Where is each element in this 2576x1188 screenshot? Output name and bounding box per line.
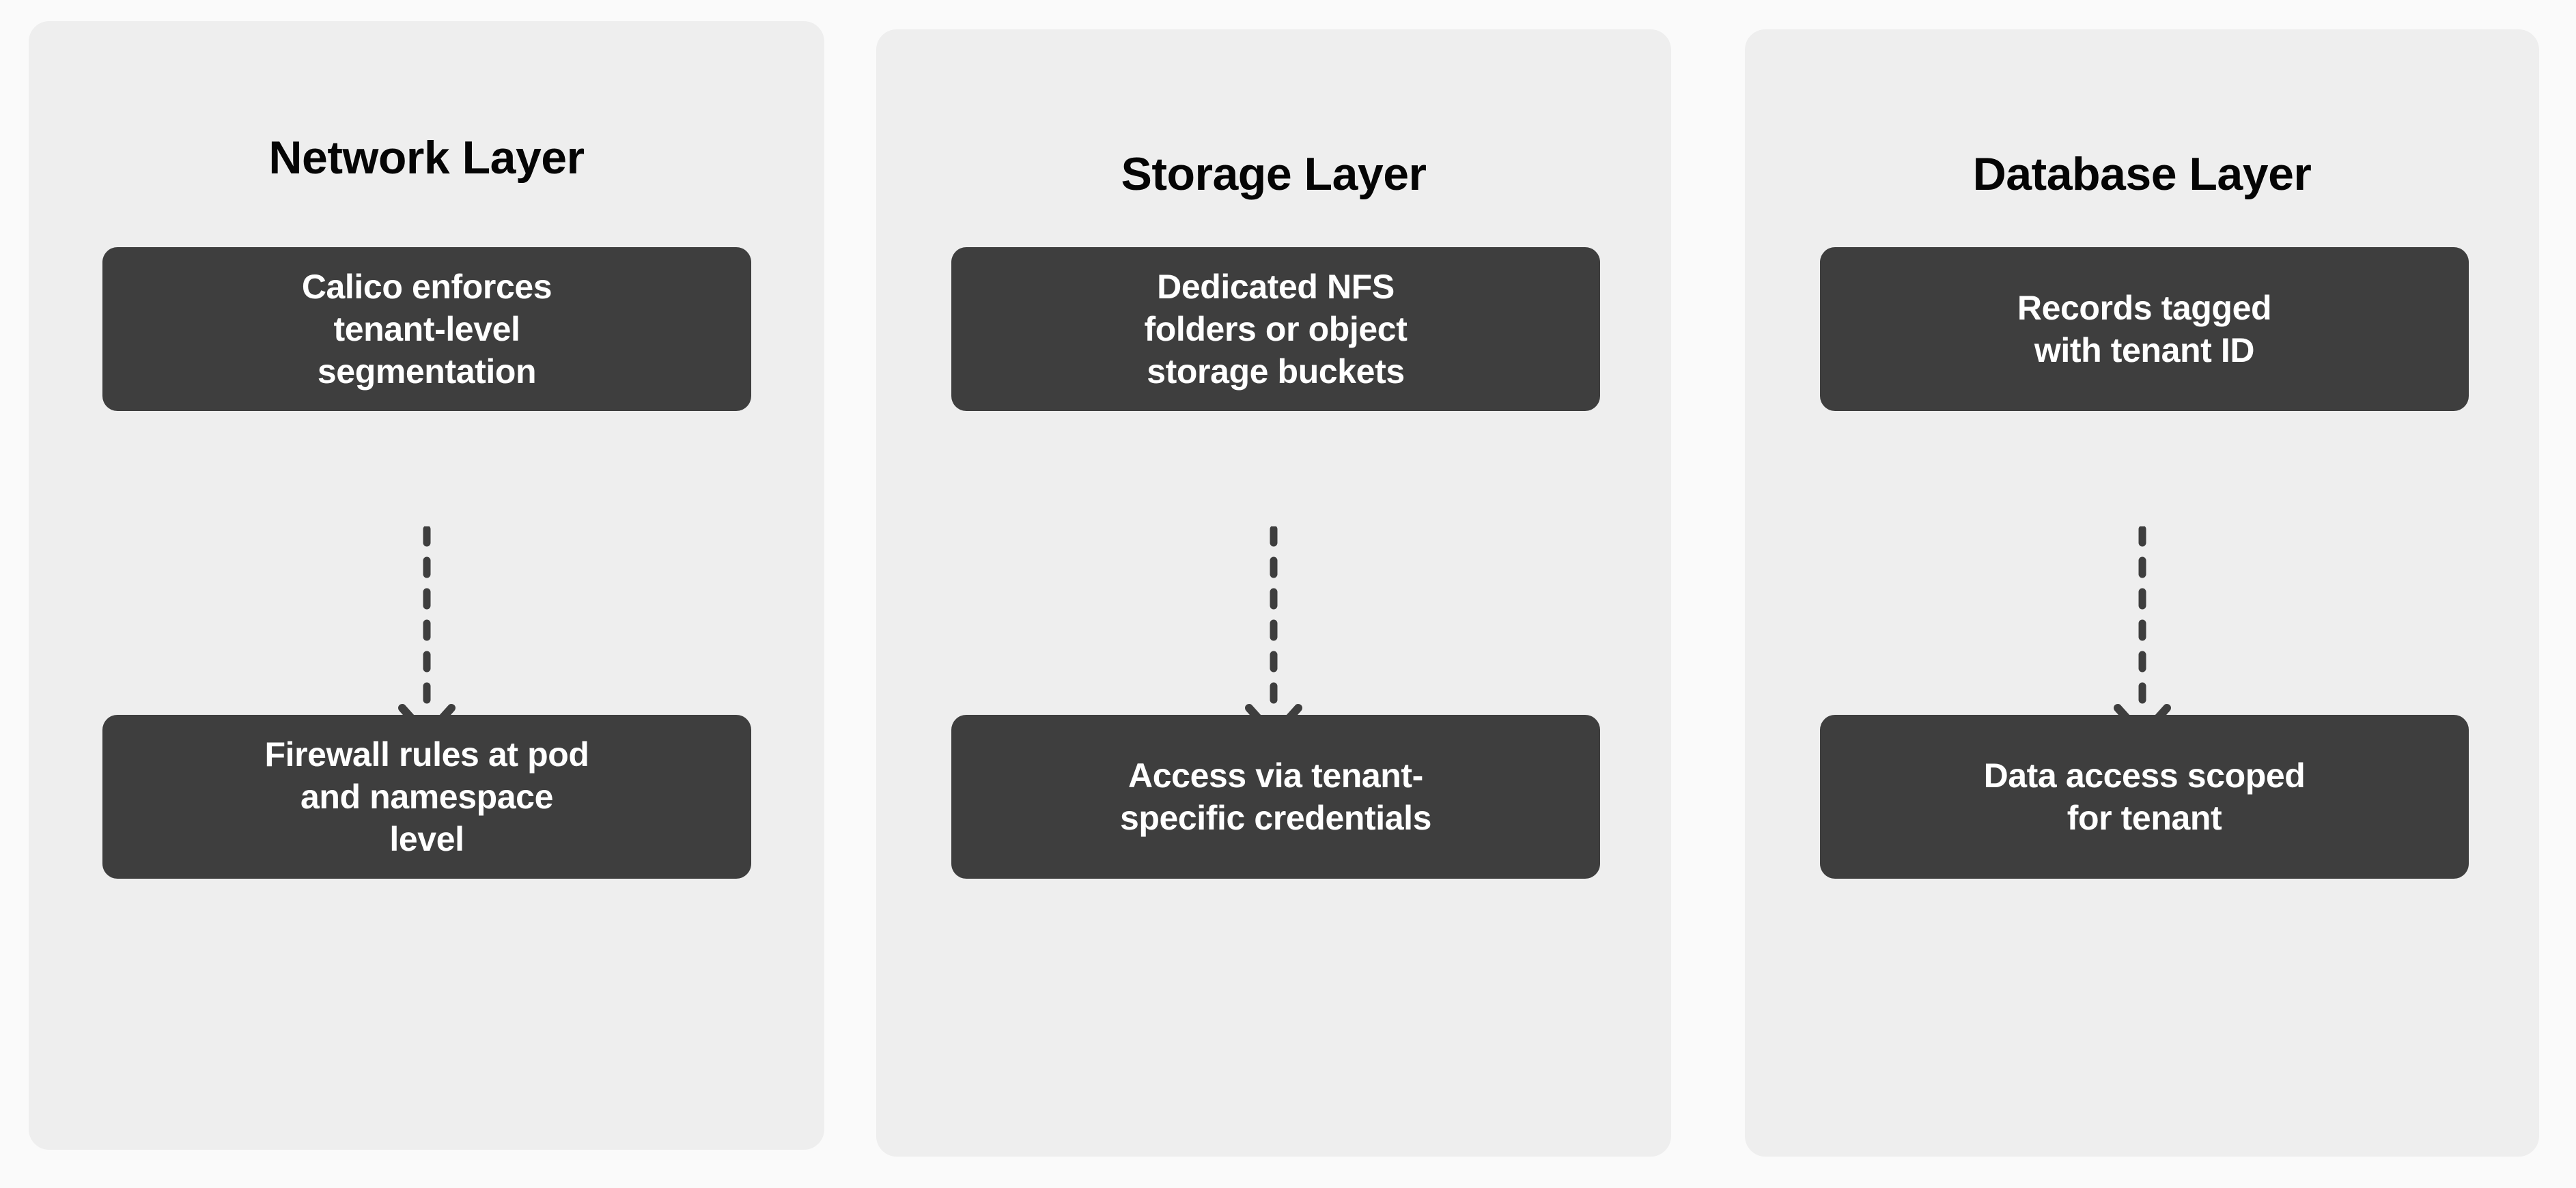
connector-database: [2101, 526, 2183, 742]
layer-title-database: Database Layer: [1972, 148, 2312, 200]
layer-panel-network: Network Layer Calico enforces tenant-lev…: [29, 21, 824, 1150]
node-database-top-label: Records tagged with tenant ID: [2017, 289, 2272, 369]
layer-title-storage: Storage Layer: [1121, 148, 1427, 200]
node-storage-bottom-label: Access via tenant- specific credentials: [1119, 756, 1432, 837]
node-storage-top-label: Dedicated NFS folders or object storage …: [1144, 268, 1408, 391]
node-network-bottom-label: Firewall rules at pod and namespace leve…: [264, 735, 589, 858]
node-storage-bottom: Access via tenant- specific credentials: [951, 715, 1600, 879]
connector-storage: [1233, 526, 1315, 742]
connector-network: [386, 526, 468, 742]
layer-panel-storage: Storage Layer Dedicated NFS folders or o…: [876, 29, 1671, 1157]
node-storage-top: Dedicated NFS folders or object storage …: [951, 247, 1600, 411]
node-database-top: Records tagged with tenant ID: [1820, 247, 2469, 411]
node-network-bottom: Firewall rules at pod and namespace leve…: [102, 715, 751, 879]
node-database-bottom: Data access scoped for tenant: [1820, 715, 2469, 879]
node-network-top-label: Calico enforces tenant-level segmentatio…: [301, 268, 552, 391]
layer-title-network: Network Layer: [268, 132, 585, 184]
layer-panel-database: Database Layer Records tagged with tenan…: [1745, 29, 2539, 1157]
node-network-top: Calico enforces tenant-level segmentatio…: [102, 247, 751, 411]
node-database-bottom-label: Data access scoped for tenant: [1983, 756, 2306, 837]
